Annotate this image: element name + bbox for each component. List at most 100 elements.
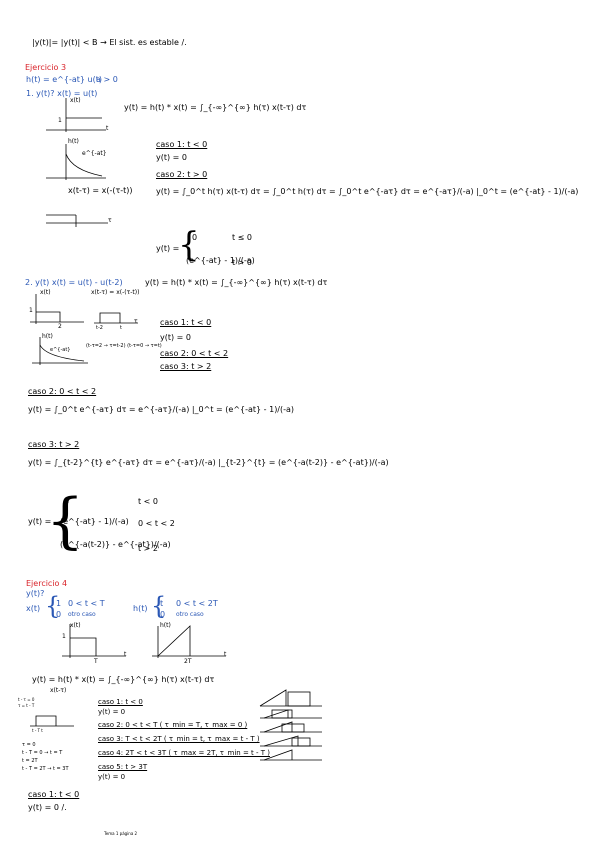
question-1: 1. y(t)? x(t) = u(t) [26,89,98,98]
case-1-result: y(t) = 0 [156,153,187,162]
piecewise-brace-2: { [46,486,85,556]
case-b1-heading: caso 1: t < 0 [160,318,212,327]
case-1-heading: caso 1: t < 0 [156,140,208,149]
shifted-pulse-plot [94,312,138,324]
piece2-expr-3: (e^{-a(t-2)} - e^{-at})/(-a) [60,540,171,549]
case4-5-result: y(t) = 0 [98,773,126,781]
plot4-ht-label: h(t) [160,622,171,629]
case4-1-result: y(t) = 0 [98,708,126,716]
plot4-2T-label: 2T [184,658,192,665]
rect-pulse-plot [62,624,126,658]
plot-exp-label: e^{-at} [82,150,107,157]
plot2-two-label: 2 [58,323,62,330]
piece-cond-2: t > 0 [232,258,253,267]
side-note-5: t - T = 0 → t = T [22,750,63,756]
question-2: 2. y(t) x(t) = u(t) - u(t-2) [25,278,123,287]
piece-expr-1: 0 [192,233,198,242]
h-case-1-cond: 0 < t < 2T [176,599,218,608]
piece2-expr-2: (e^{-at} - 1)/(-a) [60,517,129,526]
plot2-t-label: t [120,325,122,331]
ramp-plot [152,625,226,658]
h-def-brace: { [151,592,167,620]
side-note-7: t - T = 2T → t = 3T [22,766,69,772]
x-def-brace: { [45,592,61,620]
plot-one-label: 1 [58,117,62,124]
x-case-0-cond: otro caso [68,611,96,618]
exercise-4-title: Ejercicio 4 [26,579,68,588]
case-b3-heading: caso 3: t > 2 [160,362,212,371]
plot4-xt-label: x(t) [70,622,81,629]
plot4-t-label: t [124,651,127,658]
flipped-step-plot [46,214,108,227]
plot2-tau-label: τ [134,318,138,325]
side-note-3: t - T t [32,728,43,733]
h-case-0-cond: otro caso [176,611,204,618]
x-case-1: 1 [56,599,62,608]
plot-ht-label: h(t) [68,138,79,145]
case-b2-integral: y(t) = ∫_0^t e^{-aτ} dτ = e^{-aτ}/(-a) |… [28,405,295,414]
piecewise-brace: { [178,225,200,265]
case-b2-title: caso 2: 0 < t < 2 [28,387,97,396]
plot-xt-label: x(t) [70,97,81,104]
case4-3-heading: caso 3: T < t < 2T ( τ_min = t, τ_max = … [98,735,260,743]
x-case-1-cond: 0 < t < T [68,599,105,608]
case4-1-heading: caso 1: t < 0 [98,698,143,706]
convolution-formula-4: y(t) = h(t) * x(t) = ∫_{-∞}^{∞} h(τ) x(t… [32,675,215,684]
plot2-xt-label: x(t) [40,289,51,296]
side-note-1: t - τ = 0 [18,697,35,702]
piece2-expr-1: 0 [64,497,70,506]
x-def-lhs: x(t) [26,604,41,613]
shift-formula-4: x(t-τ) [50,687,67,694]
unit-step-plot [46,98,106,132]
plot2-bounds: (t-τ=2 → τ=t-2) (t-τ=0 → τ=t) [86,343,162,349]
exponential-plot-2 [32,337,88,365]
page-footer: Tema 1 página 2 [104,831,138,836]
convolution-formula: y(t) = h(t) * x(t) = ∫_{-∞}^{∞} h(τ) x(t… [124,103,307,112]
plot2-exp-label: e^{-at} [50,347,71,353]
stability-conclusion: |y(t)|= |y(t)| < B → El sist. es estable… [32,38,187,47]
plot4-one-label: 1 [62,633,66,640]
plot2-one-label: 1 [29,307,33,314]
piece2-cond-1: t < 0 [138,497,159,506]
plot-tau-label: τ [108,217,112,224]
plot4-t2-label: t [224,651,227,658]
h-case-1: t [160,599,164,608]
case-b3-integral: y(t) = ∫_{t-2}^{t} e^{-aτ} dτ = e^{-aτ}/… [28,458,389,467]
side-note-2: τ = t - T [18,703,35,708]
piecewise-lhs: y(t) = [156,244,180,253]
case-2-integral: y(t) = ∫_0^t h(τ) x(t-τ) dτ = ∫_0^t h(τ)… [156,187,579,196]
impulse-response-def: h(t) = e^{-at} u(t) [26,75,102,84]
plot-t-label: t [106,125,109,132]
piece2-cond-3: t > 2 [138,544,159,553]
case-b2-heading: caso 2: 0 < t < 2 [160,349,229,358]
piece-expr-2: (e^{-at} - 1)/(-a) [186,256,255,265]
h-def-lhs: h(t) [133,604,148,613]
shift-formula-2: x(t-τ) = x(-(τ-t)) [91,289,140,296]
convolution-formula-2: y(t) = h(t) * x(t) = ∫_{-∞}^{∞} h(τ) x(t… [145,278,328,287]
exponential-plot [46,144,106,180]
final-case-heading: caso 1: t < 0 [28,790,80,799]
case4-4-heading: caso 4: 2T < t < 3T ( τ_max = 2T, τ_min … [98,749,270,757]
pulse-plot [30,294,84,324]
exercise-4-question: y(t)? [26,589,45,598]
side-note-6: t = 2T [22,758,38,764]
piece2-cond-2: 0 < t < 2 [138,519,175,528]
case-b3-title: caso 3: t > 2 [28,440,80,449]
side-note-4: τ = 0 [22,742,36,748]
piecewise-lhs-2: y(t) = [28,517,52,526]
case4-5-heading: caso 5: t > 3T [98,763,148,771]
x-case-0: 0 [56,610,62,619]
piece-cond-1: t ≤ 0 [232,233,253,242]
plot2-ht-label: h(t) [42,333,53,340]
exercise-3-title: Ejercicio 3 [25,63,67,72]
plot2-t2-label: t-2 [96,325,103,331]
case-2-heading: caso 2: t > 0 [156,170,208,179]
a-condition: a > 0 [96,75,118,84]
case-b1-result: y(t) = 0 [160,333,191,342]
case4-2-heading: caso 2: 0 < t < T ( τ_min = T, τ_max = 0… [98,721,248,729]
final-case-result: y(t) = 0 /. [28,803,67,812]
plot4-T-label: T [94,658,98,665]
shift-formula: x(t-τ) = x(-(τ-t)) [68,186,133,195]
pulse-shift-plot [30,715,74,727]
overlap-sketches [259,689,322,761]
